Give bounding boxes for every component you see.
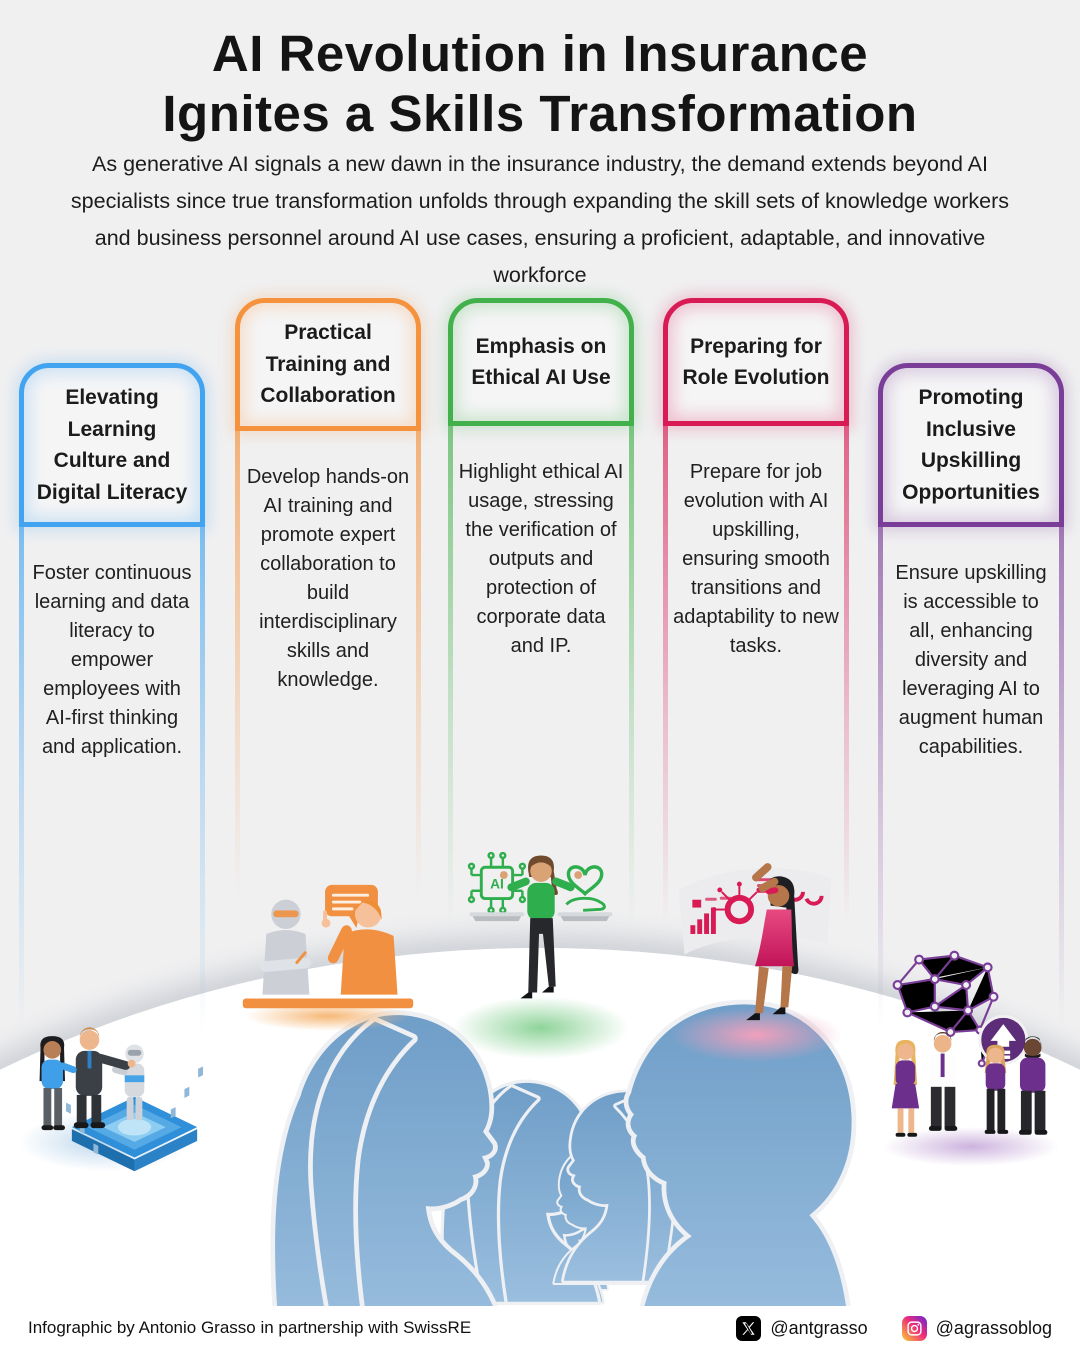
card-ethical-ai: Emphasis on Ethical AI Use Highlight eth…	[448, 298, 634, 1060]
man-white-shirt	[928, 1032, 958, 1131]
robot-and-human-conversation-illustration	[235, 871, 421, 1031]
presenter-figure	[746, 863, 799, 1021]
woman-purple-dress	[891, 1039, 920, 1137]
card-inclusive-upskilling: Promoting Inclusive Upskilling Opportuni…	[878, 363, 1064, 1167]
table	[242, 997, 414, 1008]
x-handle-link[interactable]: @antgrasso	[736, 1315, 868, 1341]
team-figures	[891, 1032, 1048, 1137]
card-learning-culture-lower: Foster continuous learning and data lite…	[19, 527, 205, 1177]
instagram-logo-icon	[901, 1315, 927, 1341]
card-body-text: Highlight ethical AI usage, stressing th…	[458, 461, 624, 657]
trays	[469, 912, 613, 922]
card-body-text: Prepare for job evolution with AI upskil…	[673, 461, 839, 657]
card-role-evolution: Preparing for Role Evolution Prepare for…	[663, 298, 849, 1063]
credit-text: Infographic by Antonio Grasso in partner…	[28, 1318, 472, 1337]
person-figure	[321, 900, 398, 995]
x-handle-text: @antgrasso	[770, 1317, 868, 1338]
page-subtitle: As generative AI signals a new dawn in t…	[70, 152, 1010, 287]
shadow	[669, 1007, 843, 1063]
robot-figure	[260, 899, 312, 995]
card-learning-culture: Elevating Learning Culture and Digital L…	[19, 363, 205, 1172]
x-logo-icon	[736, 1315, 762, 1341]
card-header-label: Emphasis on Ethical AI Use	[471, 334, 611, 390]
card-header-label: Practical Training and Collaboration	[260, 321, 396, 407]
cpu-chip-icon	[65, 1066, 204, 1172]
people-shaking-hands-with-robot-on-chip-illustration	[19, 955, 205, 1177]
card-header-label: Preparing for Role Evolution	[682, 334, 830, 390]
card-body-text: Foster continuous learning and data lite…	[32, 562, 192, 758]
instagram-handle-text: @agrassoblog	[935, 1317, 1052, 1338]
card-learning-culture-header: Elevating Learning Culture and Digital L…	[19, 363, 205, 527]
footer: Infographic by Antonio Grasso in partner…	[0, 1306, 1080, 1350]
card-inclusive-upskilling-lower: Ensure upskilling is accessible to all, …	[878, 527, 1064, 1167]
card-header-label: Promoting Inclusive Upskilling Opportuni…	[902, 386, 1040, 504]
businessman-figure	[73, 1027, 136, 1129]
shadow	[452, 996, 630, 1060]
card-role-evolution-lower: Prepare for job evolution with AI upskil…	[663, 426, 849, 1066]
businesswoman-figure	[39, 1036, 77, 1131]
page-title: AI Revolution in Insurance Ignites a Ski…	[162, 25, 918, 142]
card-practical-training-lower: Develop hands-on AI training and promote…	[235, 430, 421, 1031]
card-header-label: Elevating Learning Culture and Digital L…	[36, 386, 188, 504]
instagram-handle-link[interactable]: @agrassoblog	[901, 1315, 1052, 1341]
card-body-text: Ensure upskilling is accessible to all, …	[895, 562, 1047, 758]
card-practical-training-header: Practical Training and Collaboration	[235, 298, 421, 431]
card-body-text: Develop hands-on AI training and promote…	[246, 465, 410, 691]
woman-presenting-analytics-board-illustration	[663, 848, 849, 1066]
shadow	[882, 1126, 1060, 1167]
card-inclusive-upskilling-header: Promoting Inclusive Upskilling Opportuni…	[878, 363, 1064, 527]
card-ethical-ai-lower: Highlight ethical AI usage, stressing th…	[448, 426, 634, 1066]
svg-text:AI: AI	[490, 876, 504, 891]
card-ethical-ai-header: Emphasis on Ethical AI Use	[448, 298, 634, 426]
glow	[244, 1000, 412, 1031]
card-role-evolution-header: Preparing for Role Evolution	[663, 298, 849, 426]
card-practical-training: Practical Training and Collaboration Dev…	[235, 298, 421, 1031]
woman-figure	[499, 855, 583, 999]
woman-purple-top	[984, 1044, 1009, 1134]
man-purple-polo	[1018, 1036, 1048, 1135]
heart-in-hand-icon	[565, 865, 606, 912]
woman-balancing-ai-and-ethics-illustration: AI	[448, 831, 634, 1066]
footer-social: @antgrasso @agrassoblog	[736, 1315, 1052, 1341]
diverse-team-with-network-brain-illustration	[878, 945, 1064, 1167]
